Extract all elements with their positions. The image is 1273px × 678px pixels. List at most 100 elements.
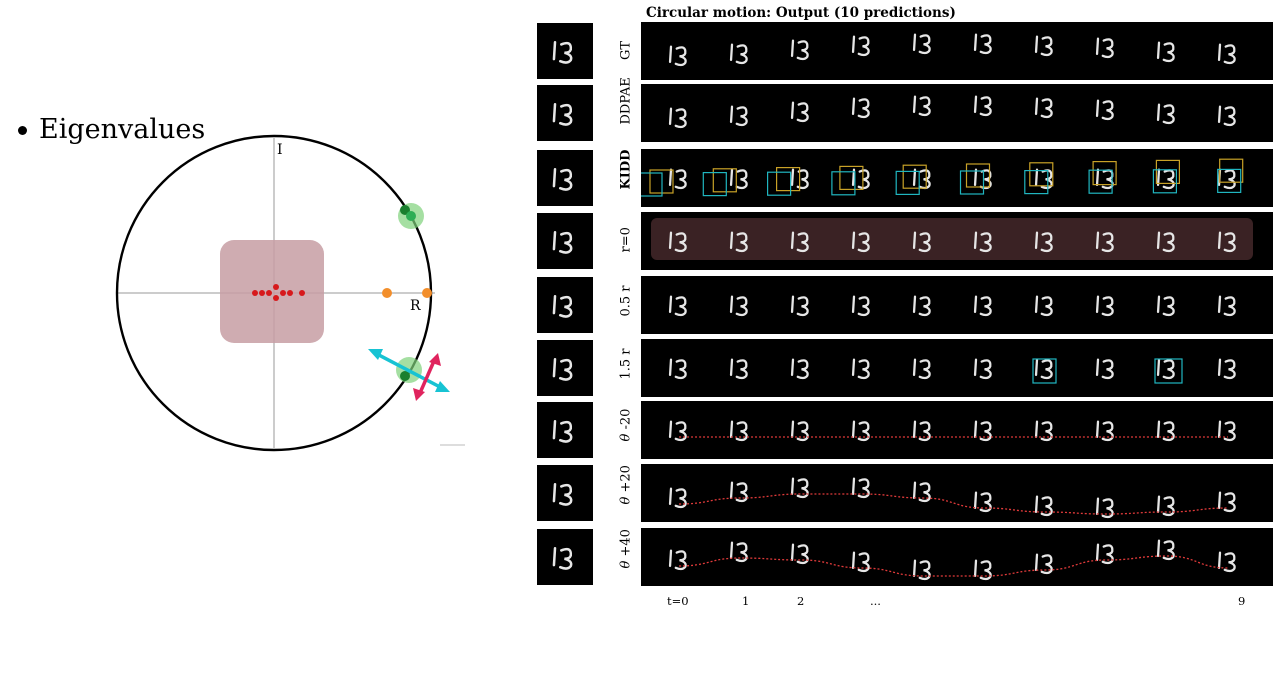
row-label-text: +40: [618, 529, 634, 557]
predicted-frame-digits: [1034, 231, 1053, 253]
highlight-box-cyan: [1032, 358, 1057, 384]
prediction-strip: [641, 84, 1273, 142]
bullet-dot: [18, 126, 27, 135]
predicted-frame-digits: [1217, 358, 1236, 380]
predicted-frame-digits: [729, 541, 748, 563]
row-label-text: 1.5 r: [618, 348, 634, 380]
row-label: θ +20: [619, 465, 634, 504]
predicted-frame-digits: [790, 231, 809, 253]
row-label-text: KIDD: [618, 149, 634, 190]
trajectory-line: [678, 493, 1229, 515]
thumbnail-digits: [552, 103, 573, 126]
predicted-frame-digits: [1034, 97, 1053, 119]
predicted-frame-digits: [1156, 420, 1175, 442]
predicted-frame-digits: [729, 295, 748, 317]
strip-canvas: [668, 295, 1236, 317]
predicted-frame-digits: [973, 33, 992, 55]
predicted-frame-digits: [668, 107, 687, 129]
kidd-box-gold: [1029, 162, 1054, 187]
predicted-frame-digits: [1217, 168, 1236, 190]
thumbnail-digit-canvas: [552, 295, 573, 318]
complex-eigenvalue-lower: [400, 371, 410, 381]
thumbnail-digits: [552, 168, 573, 191]
predicted-frame-digits: [912, 231, 931, 253]
predicted-frame-digits: [1034, 420, 1053, 442]
cyan-arrow: [368, 349, 450, 392]
prediction-strip: [641, 212, 1273, 270]
predicted-frame-digits: [790, 39, 809, 61]
predicted-frame-digits: [790, 295, 809, 317]
prediction-strip: [641, 401, 1273, 459]
kidd-box-gold: [776, 167, 801, 192]
theta-symbol: θ: [618, 556, 634, 569]
predicted-frame-digits: [1156, 168, 1175, 190]
kidd-box-cyan: [641, 172, 663, 197]
input-thumbnail: [537, 340, 593, 396]
predicted-frame-digits: [729, 420, 748, 442]
real-eigenvalue-inner: [382, 288, 392, 298]
input-thumbnail: [537, 529, 593, 585]
input-thumbnail: [537, 277, 593, 333]
thumbnail-digits: [552, 41, 573, 64]
row-label-text: r=0: [618, 227, 634, 253]
predicted-frame-digits: [1217, 420, 1236, 442]
imag-axis-label: I: [277, 142, 283, 158]
highlight-band: [651, 218, 1253, 260]
predicted-frame-digits: [912, 420, 931, 442]
prediction-strip: [641, 528, 1273, 586]
central-eigenvalues: [252, 284, 305, 301]
kidd-box-cyan: [959, 170, 985, 195]
prediction-strip: [641, 464, 1273, 522]
predicted-frame-digits: [912, 295, 931, 317]
thumbnail-digits: [552, 295, 573, 318]
predicted-frame-digits: [1217, 551, 1236, 573]
real-eigenvalue-outer: [422, 288, 432, 298]
strip-canvas: [668, 358, 1236, 384]
predicted-frame-digits: [729, 358, 748, 380]
predicted-frame-digits: [912, 481, 931, 503]
thumbnail-digits: [552, 358, 573, 381]
trajectory-line: [678, 555, 1229, 577]
thumbnail-digit-canvas: [552, 41, 573, 64]
predicted-frame-digits: [912, 358, 931, 380]
predicted-frame-digits: [1156, 41, 1175, 63]
input-thumbnail: [537, 402, 593, 458]
predicted-frame-digits: [851, 97, 870, 119]
strip-canvas: [668, 539, 1236, 581]
kidd-box-cyan: [1152, 169, 1178, 194]
xtick-ellipsis: ...: [870, 594, 881, 608]
predicted-frame-digits: [851, 295, 870, 317]
real-axis-label: R: [410, 298, 421, 314]
predicted-frame-digits: [1217, 295, 1236, 317]
predicted-frame-digits: [1034, 358, 1053, 380]
predicted-frame-digits: [1034, 295, 1053, 317]
row-label-text: 0.5 r: [618, 285, 634, 317]
predicted-frame-digits: [1095, 497, 1114, 519]
predicted-frame-digits: [668, 549, 687, 571]
predicted-frame-digits: [1095, 295, 1114, 317]
predicted-frame-digits: [729, 168, 748, 190]
strip-canvas: [641, 158, 1244, 197]
predicted-frame-digits: [973, 358, 992, 380]
predicted-frame-digits: [851, 420, 870, 442]
thumbnail-digit-canvas: [552, 483, 573, 506]
predicted-frame-digits: [973, 491, 992, 513]
thumbnail-digits: [552, 420, 573, 443]
thumbnail-digit-canvas: [552, 420, 573, 443]
thumbnail-digits: [552, 231, 573, 254]
input-thumbnail: [537, 85, 593, 141]
kidd-box-cyan: [895, 170, 920, 195]
predicted-frame-digits: [1095, 168, 1114, 190]
input-thumbnail: [537, 150, 593, 206]
complex-eigenvalue-upper-2: [406, 211, 416, 221]
predicted-frame-digits: [668, 295, 687, 317]
predicted-frame-digits: [1095, 37, 1114, 59]
kidd-box-cyan: [1088, 169, 1113, 194]
predicted-frame-digits: [668, 168, 687, 190]
kidd-box-gold: [902, 164, 927, 189]
strip-canvas: [668, 420, 1236, 442]
row-label: r=0: [618, 227, 634, 253]
predicted-frame-digits: [790, 477, 809, 499]
xtick-9: 9: [1238, 594, 1246, 608]
predicted-frame-digits: [1156, 231, 1175, 253]
